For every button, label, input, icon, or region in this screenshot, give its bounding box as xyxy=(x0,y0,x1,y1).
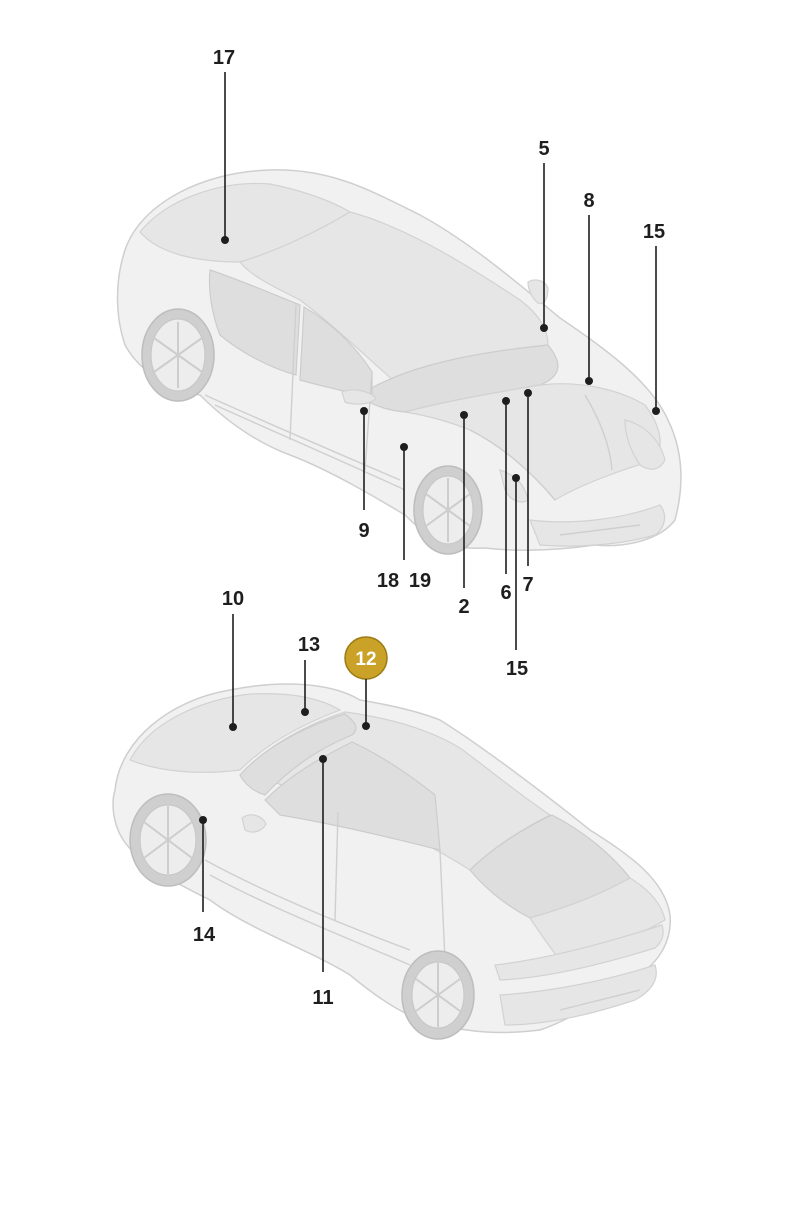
callout-point xyxy=(524,389,532,397)
callout-18-19[interactable]: 18 19 xyxy=(377,443,431,592)
callout-label-18: 18 xyxy=(377,570,399,592)
lower-car-callouts: 10 13 12 11 14 xyxy=(193,588,388,1009)
callout-label: 17 xyxy=(213,47,235,69)
callout-15-bottom[interactable]: 15 xyxy=(506,474,528,680)
callout-label: 9 xyxy=(358,520,369,542)
callout-12-highlighted[interactable]: 12 xyxy=(344,636,388,730)
callout-point xyxy=(652,407,660,415)
callout-2[interactable]: 2 xyxy=(458,411,470,618)
lower-car-illustration xyxy=(112,683,671,1040)
callout-point xyxy=(512,474,520,482)
callout-point xyxy=(229,723,237,731)
callout-point xyxy=(362,722,370,730)
callout-9[interactable]: 9 xyxy=(358,407,370,542)
callout-point xyxy=(585,377,593,385)
callout-point xyxy=(301,708,309,716)
upper-car-callouts: 17 5 8 15 9 18 19 xyxy=(213,47,665,680)
callout-label: 12 xyxy=(355,649,376,670)
callout-5[interactable]: 5 xyxy=(538,138,550,332)
callout-17[interactable]: 17 xyxy=(213,47,235,244)
callout-label: 15 xyxy=(506,658,528,680)
callout-15-top[interactable]: 15 xyxy=(643,221,665,415)
callout-point xyxy=(460,411,468,419)
callout-label: 2 xyxy=(458,596,469,618)
callout-point xyxy=(502,397,510,405)
callout-7[interactable]: 7 xyxy=(522,389,534,596)
callout-13[interactable]: 13 xyxy=(298,634,320,716)
callout-label: 11 xyxy=(312,987,333,1009)
callout-point xyxy=(319,755,327,763)
callout-label: 5 xyxy=(538,138,549,160)
callout-point xyxy=(540,324,548,332)
callout-label: 8 xyxy=(583,190,594,212)
callout-point xyxy=(400,443,408,451)
callout-14[interactable]: 14 xyxy=(193,816,216,946)
callout-10[interactable]: 10 xyxy=(222,588,244,731)
callout-label: 10 xyxy=(222,588,244,610)
callout-point xyxy=(360,407,368,415)
callout-label-19: 19 xyxy=(409,570,431,592)
callout-point xyxy=(221,236,229,244)
callout-6[interactable]: 6 xyxy=(500,397,512,604)
callout-label: 6 xyxy=(500,582,511,604)
callout-8[interactable]: 8 xyxy=(583,190,595,385)
callout-point xyxy=(199,816,207,824)
upper-car-illustration xyxy=(116,169,682,555)
callout-label: 14 xyxy=(193,924,216,946)
callout-11[interactable]: 11 xyxy=(312,755,334,1009)
callout-label: 15 xyxy=(643,221,665,243)
callout-label: 7 xyxy=(522,574,533,596)
callout-label: 13 xyxy=(298,634,320,656)
